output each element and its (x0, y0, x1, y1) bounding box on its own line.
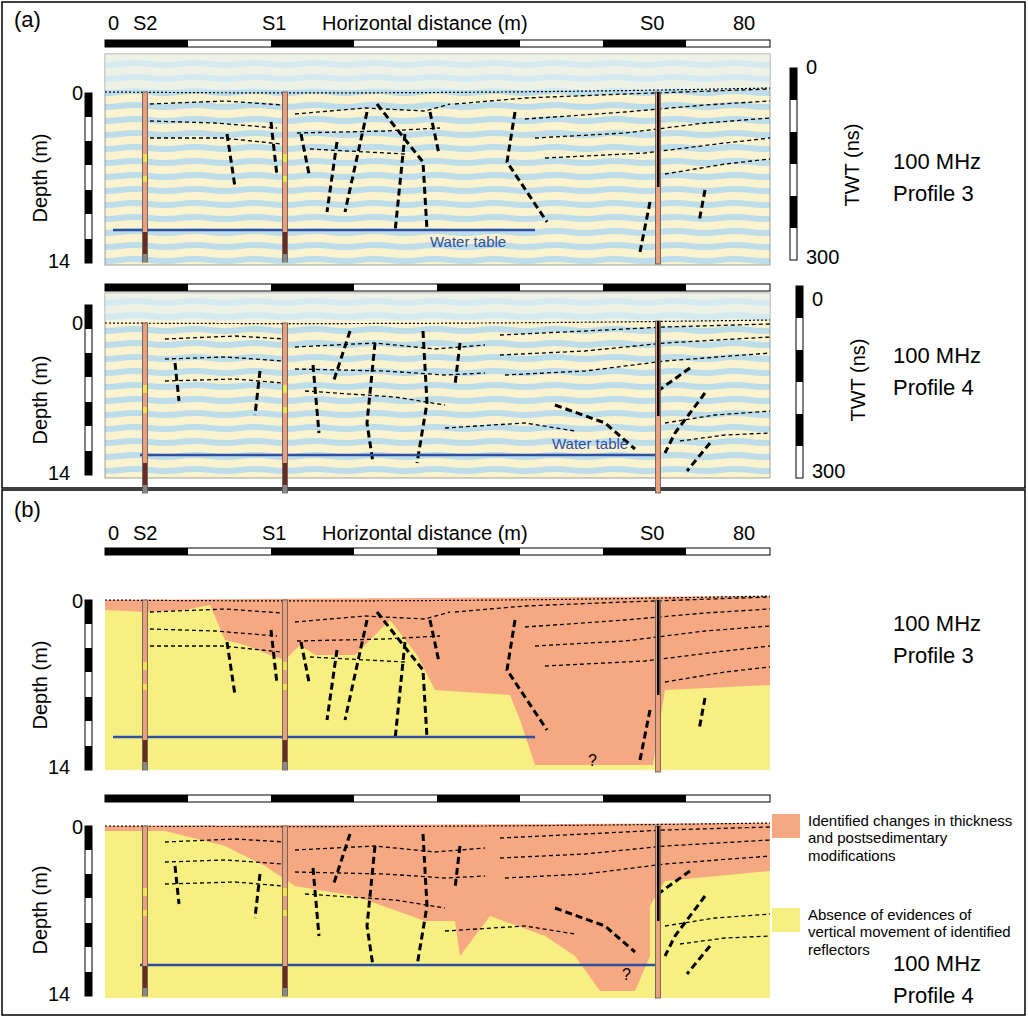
profile-label: 100 MHz Profile 4 (893, 948, 1003, 1012)
borehole (283, 92, 288, 262)
distance-scale (105, 40, 770, 47)
radargram (105, 54, 770, 265)
water-table-line (140, 454, 655, 457)
water-table-line (140, 964, 655, 967)
axis-title: TWT (ns) (841, 124, 863, 207)
axis-label: 0 (72, 312, 83, 334)
axis-label: Horizontal distance (m) (322, 522, 528, 544)
axis-title: Depth (m) (29, 134, 51, 223)
axis-label: 300 (806, 246, 839, 268)
axis-label: 300 (812, 460, 845, 482)
axis-label: Horizontal distance (m) (322, 12, 528, 34)
borehole (283, 323, 288, 493)
axis-label: Water table (552, 436, 628, 453)
axis-title: Depth (m) (29, 356, 51, 445)
borehole (656, 826, 661, 998)
axis-title: TWT (ns) (847, 339, 869, 422)
axis-title: Depth (m) (29, 641, 51, 730)
borehole (656, 321, 661, 493)
axis-label: 0 (806, 56, 817, 78)
reflectors (105, 88, 770, 252)
legend-text: Identified changes in thickness and post… (808, 812, 1013, 864)
axis-label: S2 (133, 12, 157, 34)
legend-swatch (772, 908, 800, 932)
panel-frame (2, 490, 1025, 1015)
borehole (656, 92, 661, 264)
profile-label: 100 MHz Profile 4 (893, 340, 1003, 404)
axis-label: 14 (48, 462, 70, 484)
borehole (283, 600, 288, 770)
modified-zone (105, 596, 770, 765)
distance-scale (105, 795, 770, 802)
distance-scale (105, 284, 770, 291)
legend-text: Absence of evidences of vertical movemen… (808, 906, 1013, 958)
water-table-line (113, 229, 535, 232)
water-table-line (113, 736, 535, 739)
axis-label: S1 (262, 522, 286, 544)
axis-label: ? (622, 966, 631, 984)
twt-scale (796, 286, 803, 478)
axis-label: 0 (72, 816, 83, 838)
depth-scale (85, 93, 92, 263)
reflectors (105, 596, 770, 760)
modified-zone (105, 823, 770, 991)
axis-label: Water table (430, 234, 506, 251)
axis-label: 14 (48, 250, 70, 272)
axis-label: S2 (133, 522, 157, 544)
depth-scale (85, 305, 92, 475)
reflectors (105, 823, 770, 974)
axis-label: ? (588, 752, 597, 770)
axis-label: (a) (14, 8, 41, 32)
borehole (283, 826, 288, 996)
axis-label: 0 (108, 12, 119, 34)
legend-swatch (772, 814, 800, 838)
axis-label: 80 (733, 12, 755, 34)
reflectors (105, 320, 770, 471)
distance-scale (105, 548, 770, 555)
axis-label: 14 (48, 756, 70, 778)
borehole (143, 600, 148, 770)
borehole (143, 826, 148, 996)
axis-label: (b) (14, 498, 41, 522)
profile-label: 100 MHz Profile 3 (893, 146, 1003, 210)
axis-label: S1 (262, 12, 286, 34)
depth-scale (85, 826, 92, 996)
axis-label: 0 (72, 590, 83, 612)
axis-label: 80 (733, 522, 755, 544)
radargram (105, 293, 770, 478)
axis-label: S0 (640, 12, 664, 34)
borehole (656, 600, 661, 772)
axis-label: 14 (48, 983, 70, 1005)
axis-label: 0 (72, 82, 83, 104)
panel-frame (2, 2, 1025, 488)
profile-label: 100 MHz Profile 3 (893, 608, 1003, 672)
depth-scale (85, 600, 92, 770)
axis-label: 0 (108, 522, 119, 544)
twt-scale (790, 68, 797, 260)
axis-label: 0 (812, 288, 823, 310)
borehole (143, 323, 148, 493)
axis-label: S0 (640, 522, 664, 544)
borehole (143, 92, 148, 262)
axis-title: Depth (m) (29, 866, 51, 955)
